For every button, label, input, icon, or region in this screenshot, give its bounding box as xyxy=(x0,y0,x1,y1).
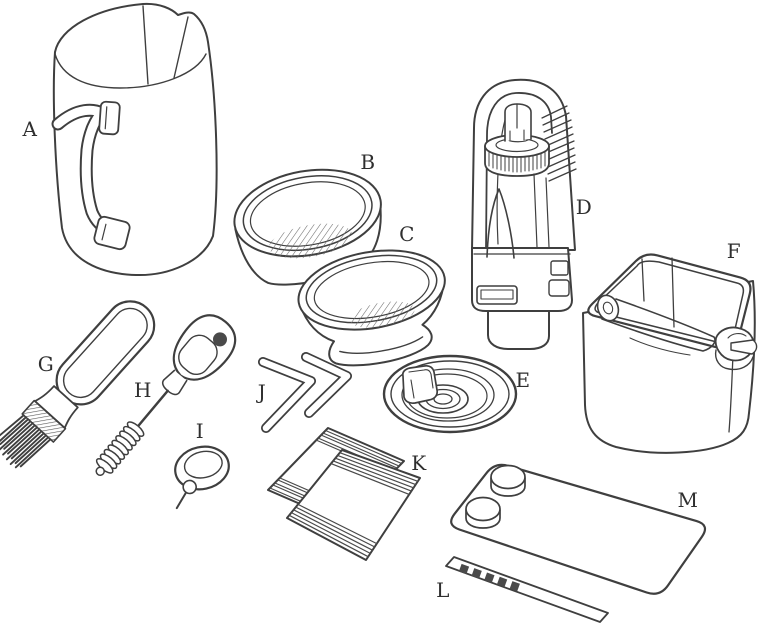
illustration-cleaning-disc xyxy=(382,354,518,434)
illustration-wire-brush xyxy=(95,314,237,476)
label-e: E xyxy=(515,368,531,392)
illustration-pin-tool xyxy=(174,445,230,510)
label-l: L xyxy=(436,578,450,602)
illustration-grinder-assembly xyxy=(471,78,577,350)
illustration-test-strip xyxy=(445,556,609,623)
label-d: D xyxy=(575,195,593,219)
label-g: G xyxy=(37,352,55,376)
illustration-hex-keys xyxy=(258,352,352,433)
label-b: B xyxy=(360,150,376,174)
label-k: K xyxy=(411,451,427,475)
illustration-sachets xyxy=(267,427,421,561)
label-m: M xyxy=(677,488,699,512)
label-a: A xyxy=(22,117,38,141)
illustration-filter-basket-single xyxy=(297,249,446,367)
label-h: H xyxy=(134,378,152,402)
illustration-milk-jug xyxy=(51,2,218,277)
illustration-knock-box xyxy=(582,253,758,454)
label-i: I xyxy=(195,419,205,443)
label-f: F xyxy=(726,239,742,263)
illustration-mat xyxy=(450,463,707,595)
illustration-filter-basket-dual xyxy=(233,168,382,286)
label-j: J xyxy=(257,380,267,404)
illustration-cleaning-brush xyxy=(0,300,156,469)
label-c: C xyxy=(399,222,415,246)
